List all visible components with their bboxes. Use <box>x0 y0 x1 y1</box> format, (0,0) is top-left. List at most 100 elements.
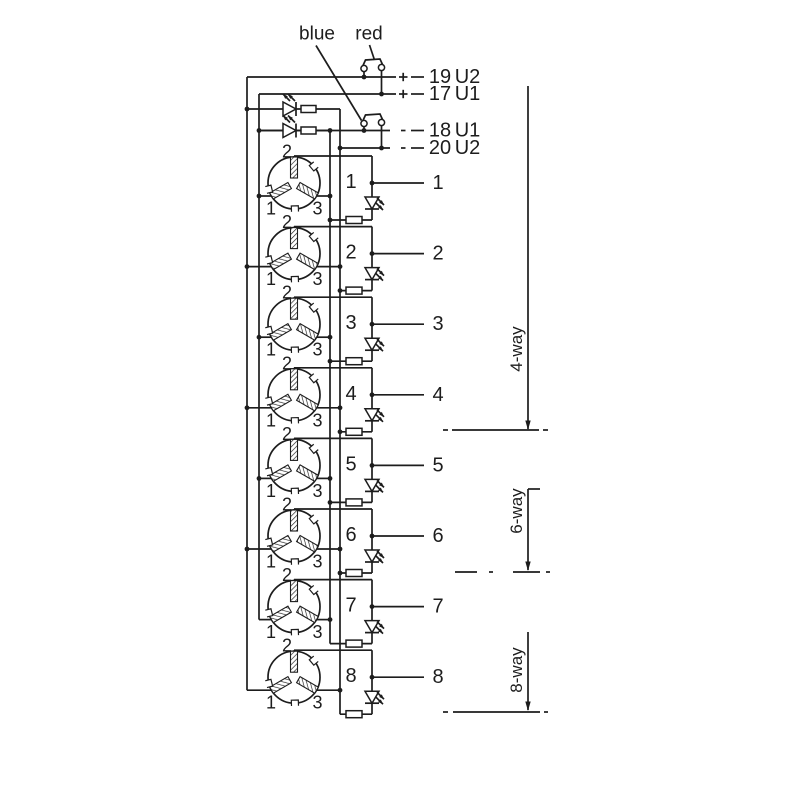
socket-6-notch-edge <box>265 537 274 547</box>
ch3-minus-junction <box>327 358 333 364</box>
socket-5-slot-bar <box>295 464 320 483</box>
ch4-led-triangle <box>363 408 381 423</box>
ch3-resistor <box>345 356 363 366</box>
socket-1-notch-edge <box>290 205 300 212</box>
socket-1-notch <box>308 161 319 172</box>
terminal-17-pin: 17 <box>429 83 451 105</box>
socket-7-notch <box>265 608 274 618</box>
channel-1-output-label: 1 <box>432 172 443 194</box>
socket-4-slot <box>295 393 320 412</box>
power-led-u1-triangle <box>282 122 298 139</box>
socket-8-slot-bar <box>295 675 320 694</box>
socket-1-pin-right-label: 3 <box>312 199 322 219</box>
ch4-led-ray-head <box>379 411 384 417</box>
socket-3-pin-right-label: 3 <box>312 340 322 360</box>
jumper-blue-bracket <box>362 113 384 121</box>
socket-1-notch <box>290 205 300 212</box>
ch1-led-triangle <box>363 196 381 211</box>
ch4-pin3-junction <box>337 405 343 411</box>
socket-4-slot <box>289 368 299 391</box>
socket-4-notch-edge <box>290 416 300 424</box>
socket-2-notch <box>290 275 300 283</box>
power-led-u2-ray-head <box>283 94 288 99</box>
socket-4-notch <box>290 416 300 424</box>
terminal-19-circuit: U2 <box>455 66 481 88</box>
socket-1-notch <box>265 184 274 194</box>
socket-7-notch-fill <box>291 629 299 636</box>
socket-4-slot-bar <box>268 393 293 412</box>
variant-6-way-arrowhead <box>525 561 531 571</box>
junction-dot <box>361 74 367 80</box>
channel-8-box-label: 8 <box>345 665 356 687</box>
socket-1-slot <box>295 181 320 200</box>
junction-dot <box>379 145 384 151</box>
socket-8-notch-edge <box>290 699 300 707</box>
socket-1-notch-edge <box>265 184 274 194</box>
power-resistor-u2 <box>300 104 317 114</box>
ch1-resistor <box>345 215 363 225</box>
socket-8-pin-top-label: 2 <box>282 636 292 656</box>
socket-6-slot <box>268 534 293 553</box>
socket-2-slot <box>268 252 293 271</box>
ch5-pin3-junction <box>327 476 333 481</box>
socket-6-notch-fill <box>265 538 273 547</box>
ch1-plus-junction <box>256 193 262 199</box>
socket-4-pin-right-label: 3 <box>312 410 322 430</box>
junction-dot <box>244 106 250 112</box>
socket-2-pin-top-label: 2 <box>282 212 292 232</box>
socket-8-slot <box>268 675 293 694</box>
socket-5-pin-top-label: 2 <box>282 424 292 444</box>
socket-4-pin-top-label: 2 <box>282 353 292 373</box>
socket-1 <box>265 156 321 212</box>
socket-2-slot-bar <box>289 227 299 250</box>
socket-8-notch-edge <box>308 655 319 667</box>
socket-3-pin-left-label: 1 <box>266 340 276 360</box>
terminal-19-pin: 19 <box>429 66 451 88</box>
socket-8-pin-right-label: 3 <box>312 693 322 713</box>
ch3-led-ray-head <box>378 346 383 352</box>
ch8-led-triangle <box>363 690 381 705</box>
ch7-led-ray-head <box>378 628 383 634</box>
socket-7-pin-right-label: 3 <box>312 622 322 642</box>
socket-5-pin-left-label: 1 <box>266 481 276 501</box>
ch2-plus-junction <box>244 264 250 269</box>
ch1-led-ray-head <box>379 200 384 205</box>
ch4-minus-junction <box>337 429 343 435</box>
channel-4-box-label: 4 <box>345 383 356 405</box>
socket-1-pin-top-label: 2 <box>282 142 292 162</box>
socket-7-notch <box>290 628 300 636</box>
socket-6-slot <box>295 534 320 553</box>
socket-3-notch <box>308 302 319 314</box>
socket-6-notch <box>308 514 319 525</box>
ch5-minus-junction <box>327 500 333 505</box>
jumper-red-contact <box>377 63 386 72</box>
ch4-led-ray-head <box>378 416 383 422</box>
junction-dot <box>361 128 367 133</box>
socket-8-notch-fill <box>291 699 299 707</box>
socket-6-pin-top-label: 2 <box>282 495 292 515</box>
terminal-18-pin: 18 <box>429 120 451 142</box>
socket-5-notch-edge <box>308 443 319 455</box>
jumper-red-bracket <box>362 58 384 66</box>
socket-2-slot <box>295 252 320 271</box>
socket-1-notch-fill <box>291 205 299 212</box>
socket-5-notch <box>265 466 274 477</box>
socket-7-slot <box>268 605 293 624</box>
socket-3-notch <box>290 346 300 354</box>
channel-5-output-label: 5 <box>432 454 443 476</box>
socket-2-slot-bar <box>295 252 320 271</box>
socket-3-slot <box>289 297 299 320</box>
socket-4-slot <box>268 393 293 412</box>
channel-7-output-label: 7 <box>432 596 443 618</box>
ch2-led-ray-head <box>379 270 384 276</box>
socket-2-pin-left-label: 1 <box>266 269 276 289</box>
socket-2-notch <box>308 232 319 243</box>
socket-6-slot-bar <box>289 509 299 532</box>
socket-7-notch <box>308 585 319 596</box>
socket-3-slot-bar <box>289 297 299 320</box>
socket-3-notch <box>265 325 274 336</box>
power-led-u1-ray-head <box>283 115 288 121</box>
socket-8-slot <box>295 675 320 694</box>
